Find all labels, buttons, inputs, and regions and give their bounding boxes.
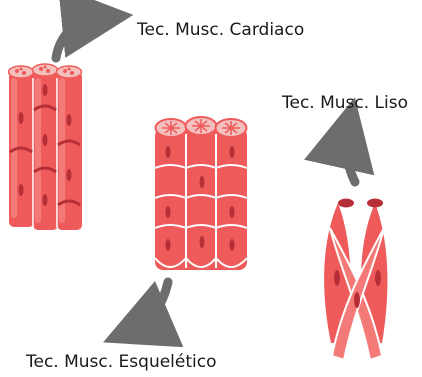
cardiac-muscle-label: Tec. Musc. Cardiaco <box>137 22 304 39</box>
curved-arrow-icon <box>56 18 102 58</box>
smooth-muscle-label: Tec. Musc. Liso <box>282 95 408 112</box>
smooth-muscle-icon <box>324 199 387 361</box>
skeletal-muscle-icon <box>155 117 247 270</box>
cardiac-muscle-icon <box>9 64 83 230</box>
skeletal-muscle-label: Tec. Musc. Esquelético <box>26 354 217 371</box>
curved-arrow-icon <box>132 282 168 330</box>
curved-arrow-icon <box>346 128 355 182</box>
